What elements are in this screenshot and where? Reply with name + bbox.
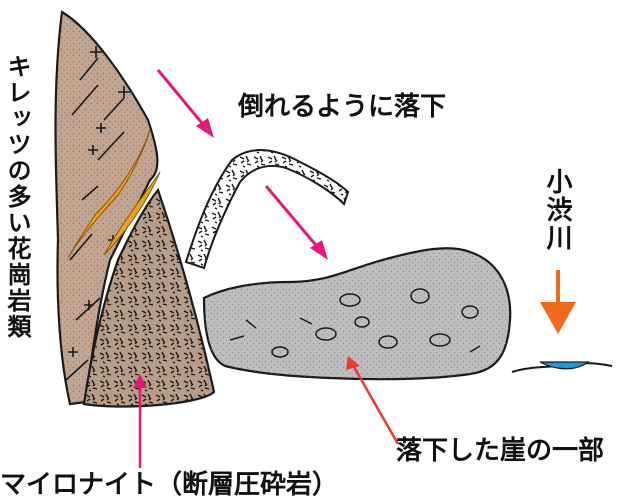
label-river: 小渋川: [542, 168, 572, 252]
fallen-cliff-block: [204, 248, 510, 379]
arrow-falling-2: [266, 186, 328, 260]
label-granite: キレッツの多い花崗岩類: [2, 54, 32, 340]
label-falling: 倒れるように落下: [238, 86, 446, 123]
label-mylonite: マイロナイト（断層圧砕岩）: [0, 464, 338, 501]
arrow-river: [540, 270, 576, 334]
arrow-falling-1: [158, 70, 214, 138]
label-fallen-cliff: 落下した崖の一部: [396, 430, 604, 467]
river-water: [512, 362, 612, 372]
